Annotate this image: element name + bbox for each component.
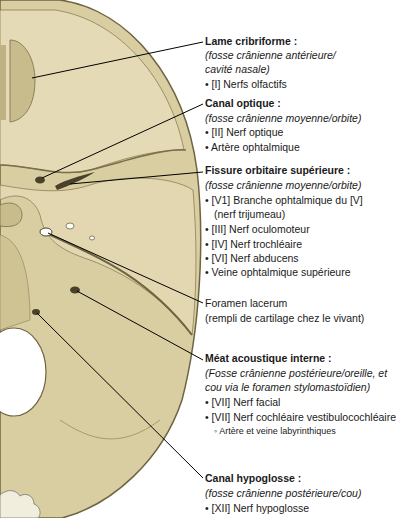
nerf-item: • [V1] Branche ophtalmique du [V] (nerf … (205, 193, 364, 221)
location-note: (fosse crânienne moyenne/orbite) (205, 178, 361, 192)
structure-name: Méat acoustique interne : (205, 351, 332, 365)
structure-name: Foramen lacerum (205, 296, 287, 310)
anterior-fossa (0, 10, 184, 173)
clivus (0, 235, 30, 330)
cribriform-plate (10, 40, 35, 122)
superior-orbital-fissure (55, 172, 95, 190)
location-note: (fosse crânienne moyenne/orbite) (205, 111, 361, 125)
vessel-item: ◦ Artère et veine labyrinthiques (214, 425, 336, 437)
nerf-item: • [IV] Nerf trochléaire (205, 237, 302, 251)
nerf-item: • [VII] Nerf cochléaire vestibulocochléa… (205, 410, 396, 424)
location-note: (fosse crânienne antérieure/ cavité nasa… (205, 48, 355, 76)
structure-name: Canal optique : (205, 96, 281, 110)
location-note: (fosse crânienne postérieure/cou) (205, 486, 361, 500)
foramen-ovale (66, 223, 74, 229)
location-note: (rempli de cartilage chez le vivant) (205, 311, 364, 325)
nerf-item: • [XII] Nerf hypoglosse (205, 501, 309, 515)
nerf-item: • Veine ophtalmique supérieure (205, 265, 351, 279)
crista-galli (0, 45, 6, 120)
sphenoid-ridge (0, 150, 186, 173)
petrous-ridge (40, 230, 192, 335)
skull-outline (0, 0, 201, 518)
leader-line (37, 313, 203, 478)
sella-turcica (0, 203, 22, 227)
foramen-magnum (0, 328, 46, 416)
nerf-item: • [VI] Nerf abducens (205, 251, 299, 265)
leader-line (77, 291, 203, 360)
structure-name: Fissure orbitaire supérieure : (205, 163, 350, 177)
vertebra (0, 491, 40, 518)
structure-name: Canal hypoglosse : (205, 471, 301, 485)
occipital-crest (60, 420, 160, 439)
nerf-item: • [III] Nerf oculomoteur (205, 222, 310, 236)
middle-fossa (0, 178, 196, 335)
leader-line (48, 233, 203, 303)
leader-line (42, 104, 203, 178)
nerf-item: • Artère ophtalmique (205, 140, 300, 154)
leader-line (70, 172, 203, 184)
leader-lines (32, 42, 203, 478)
nerf-item: • [I] Nerfs olfactifs (205, 77, 287, 91)
structure-name: Lame cribriforme : (205, 34, 297, 48)
foramen-spinosum (90, 236, 95, 240)
location-note: (Fosse crânienne postérieure/oreille, et… (205, 366, 405, 394)
leader-line (32, 42, 203, 78)
foramen-lacerum (40, 228, 52, 236)
internal-acoustic-meatus (70, 287, 80, 294)
nerf-item: • [VII] Nerf facial (205, 395, 280, 409)
nerf-item: • [II] Nerf optique (205, 125, 283, 139)
